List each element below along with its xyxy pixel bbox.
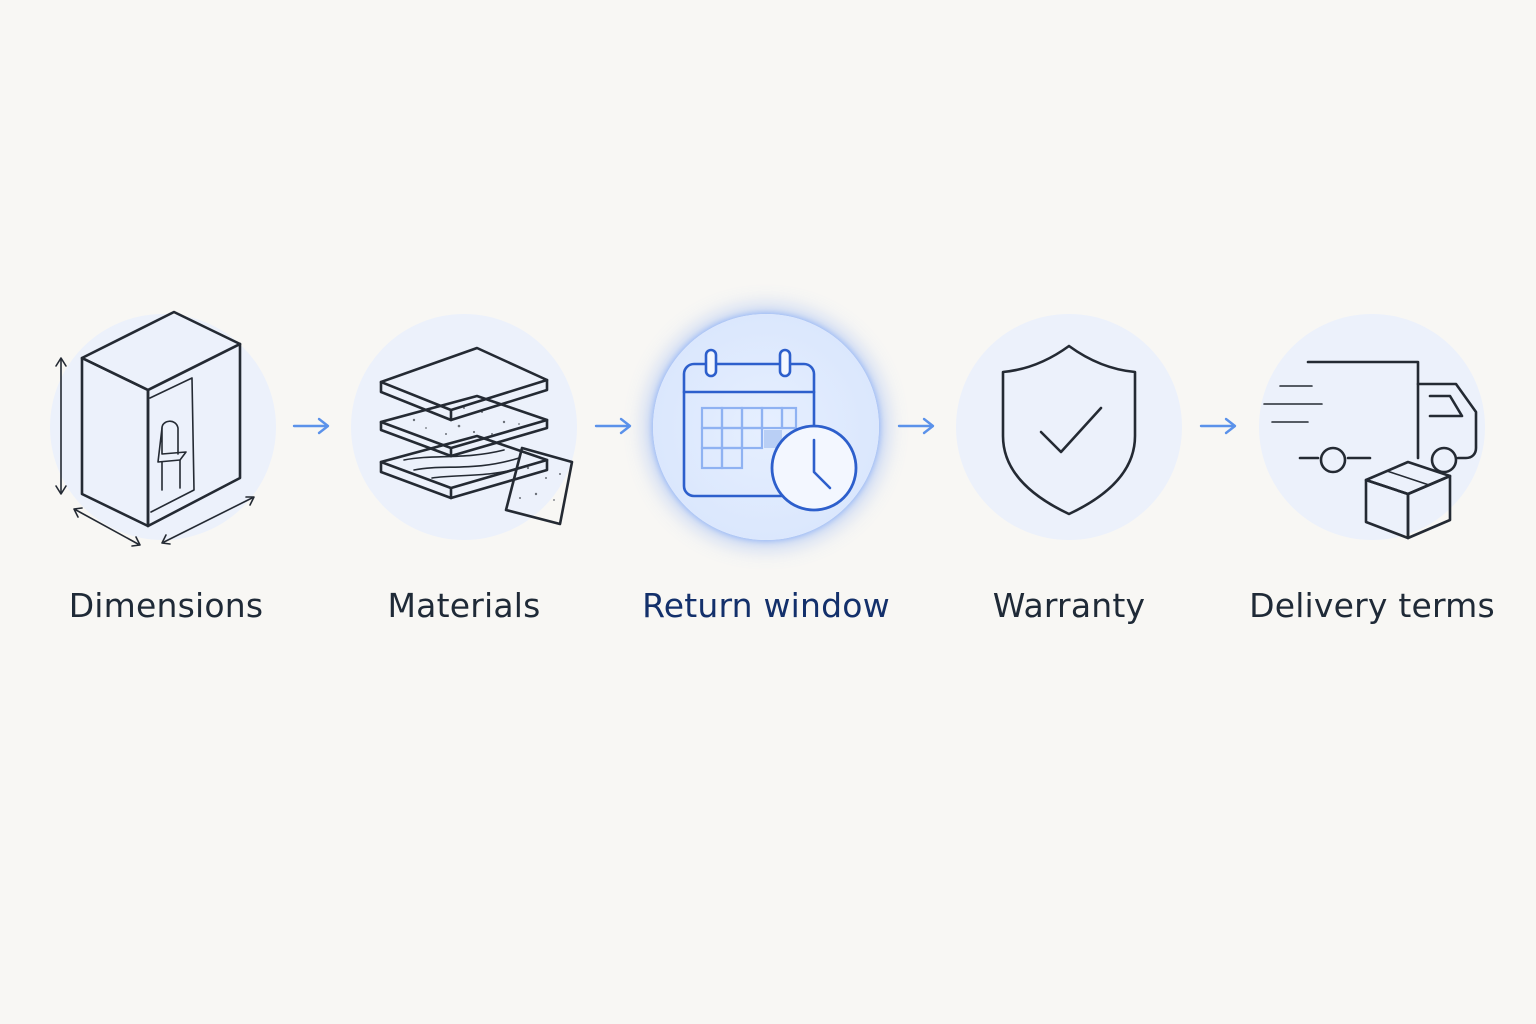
step-delivery-terms: Delivery terms [1222, 308, 1522, 638]
step-label: Warranty [992, 586, 1146, 625]
step-label: Materials [387, 586, 541, 625]
step-warranty: Warranty [919, 308, 1219, 638]
material-layers-icon [379, 346, 574, 526]
step-label: Dimensions [68, 586, 264, 625]
step-dimensions: Dimensions [16, 308, 316, 638]
calendar-clock-icon [682, 348, 858, 512]
delivery-truck-icon [1263, 360, 1478, 540]
arrow-right-icon [292, 417, 330, 435]
step-return-window: Return window [616, 308, 916, 638]
step-circle [50, 314, 276, 540]
step-label: Return window [642, 586, 890, 625]
shield-check-icon [1001, 344, 1137, 516]
step-circle [956, 314, 1182, 540]
step-label: Delivery terms [1249, 586, 1495, 625]
arrow-right-icon [897, 417, 935, 435]
step-circle [1259, 314, 1485, 540]
arrow-right-icon [1199, 417, 1237, 435]
booth-dimensions-icon [55, 310, 255, 547]
arrow-right-icon [594, 417, 632, 435]
step-materials: Materials [314, 308, 614, 638]
